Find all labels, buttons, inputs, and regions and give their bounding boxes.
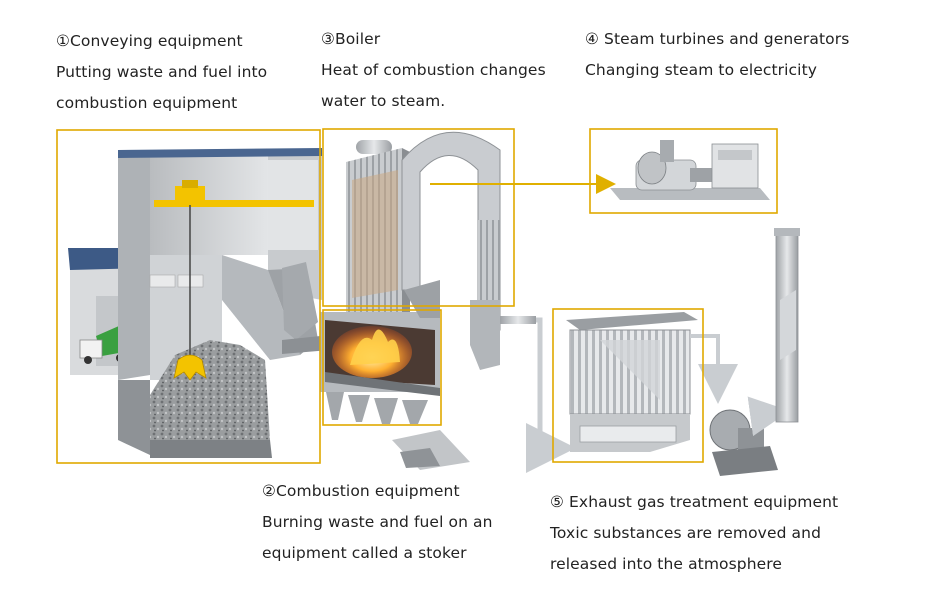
conveying-desc-line2: combustion equipment (56, 94, 238, 112)
turbine-title: ④ Steam turbines and generators (585, 30, 850, 48)
turbine-desc-line1: Changing steam to electricity (585, 61, 818, 79)
turbine-label: ④ Steam turbines and generators Changing… (585, 24, 849, 86)
boiler-desc-line1: Heat of combustion changes (321, 61, 546, 79)
exhaust-desc-line2: released into the atmosphere (550, 555, 783, 573)
stoker-furnace (282, 262, 470, 470)
combustion-desc-line1: Burning waste and fuel on an (262, 513, 493, 531)
boiler-label: ③Boiler Heat of combustion changes water… (321, 24, 546, 117)
conveying-title: ①Conveying equipment (56, 32, 243, 50)
exhaust-label: ⑤ Exhaust gas treatment equipment Toxic … (550, 487, 838, 580)
crane-icon (154, 180, 314, 381)
combustion-desc-line2: equipment called a stoker (262, 544, 467, 562)
exhaust-desc-line1: Toxic substances are removed and (550, 524, 822, 542)
combustion-label: ②Combustion equipment Burning waste and … (262, 476, 493, 569)
induced-draft-fan (690, 334, 790, 476)
combustion-title: ②Combustion equipment (262, 482, 460, 500)
conveying-highlight-box (56, 129, 321, 464)
turbine-highlight-box (589, 128, 778, 214)
exhaust-highlight-box (552, 308, 704, 463)
chimney (774, 228, 800, 423)
boiler-highlight-box (322, 128, 515, 307)
boiler-desc-line2: water to steam. (321, 92, 446, 110)
combustion-highlight-box (322, 309, 442, 426)
conveying-desc-line1: Putting waste and fuel into (56, 63, 268, 81)
conveying-label: ①Conveying equipment Putting waste and f… (56, 26, 267, 119)
waste-pit-building (68, 148, 322, 458)
steam-turbine-generator (610, 140, 770, 200)
boiler (346, 131, 501, 370)
boiler-title: ③Boiler (321, 30, 381, 48)
flue-duct (500, 316, 576, 473)
bag-filter (566, 312, 698, 452)
exhaust-title: ⑤ Exhaust gas treatment equipment (550, 493, 839, 511)
